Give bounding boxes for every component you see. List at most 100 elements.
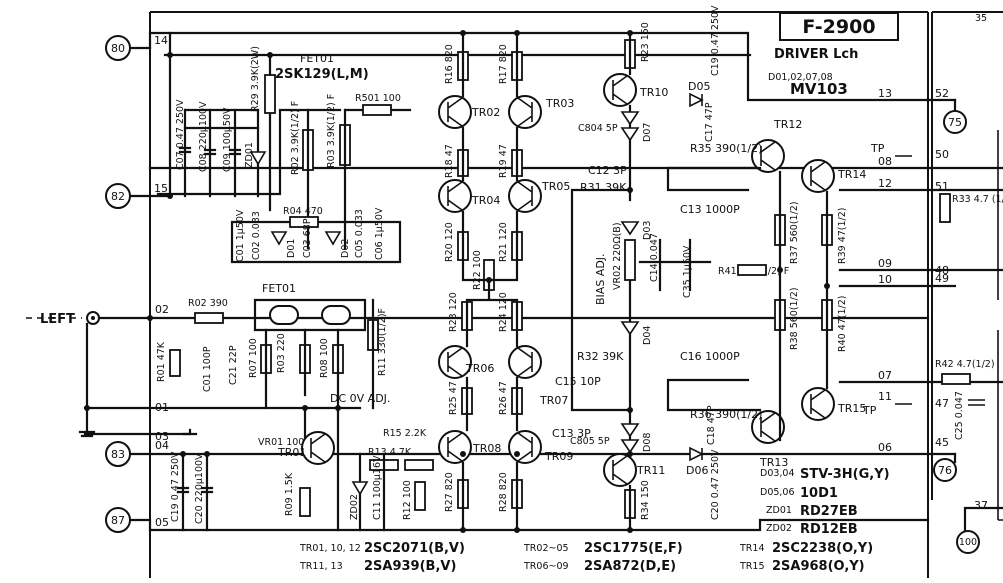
edge-04: 04 — [155, 439, 169, 452]
edge-15: 15 — [154, 182, 168, 195]
edge-07: 07 — [878, 369, 892, 382]
c07-label: C07 0.47 250V — [175, 99, 186, 170]
r39-label: R39 47(1/2) — [837, 208, 848, 265]
edge-49: 49 — [935, 272, 949, 285]
r17-label: R17 820 — [498, 44, 509, 84]
legend-ref-zd02: ZD02 — [766, 523, 792, 534]
bottom-left-section: VR01 100Ω(B) DC 0V ADJ. R13 4.7K R15 2.2… — [170, 392, 434, 532]
r35-label: R35 390(1/2) — [690, 142, 762, 155]
c19-left-label: C19 0.47 250V — [170, 451, 181, 522]
right-edge-numbers: 13 08 12 09 10 07 11 06 TP TP 52 50 51 4… — [862, 13, 1003, 554]
tr03-symbol — [508, 95, 542, 129]
edge-10: 10 — [878, 273, 892, 286]
mv103-label: MV103 — [790, 80, 848, 98]
legend-right: D03,04 STV-3H(G,Y) D05,06 10D1 ZD01 RD27… — [760, 467, 890, 537]
legend-ref-tr14: TR14 — [739, 543, 765, 554]
c22p-label: C21 22P — [228, 345, 239, 385]
zd02-label: ZD02 — [349, 494, 360, 520]
r42-label: R42 4.7(1/2) — [935, 359, 995, 370]
legend-part-tr15: 2SA968(O,Y) — [772, 559, 865, 574]
rails — [83, 31, 930, 532]
input-label: LEFT — [40, 312, 75, 327]
edge-06: 06 — [878, 441, 892, 454]
legend-part-tr02: 2SC1775(E,F) — [584, 541, 683, 556]
vr01-label: VR01 100Ω(B) — [258, 437, 326, 448]
r26-label: R26 47 — [498, 381, 509, 415]
c08-label: C08 220μ100V — [198, 101, 209, 172]
r04-label: R04 470 — [283, 206, 323, 217]
legend-ref-tr01: TR01, 10, 12 — [299, 543, 361, 554]
tr14-label: TR14 — [837, 168, 866, 181]
tr13-symbol — [751, 410, 785, 444]
diagram-subtitle: DRIVER Lch — [774, 47, 858, 62]
r20-label: R20 120 — [444, 222, 455, 262]
edge-03: 03 — [155, 430, 169, 443]
c25-label: C25 0.047 — [954, 391, 965, 440]
r03-label: R03 220 — [276, 333, 287, 373]
transistors: TR02 TR03 TR04 TR05 TR06 TR07 TR08 TR09 … — [277, 73, 866, 487]
r08-label: R08 100 — [319, 338, 330, 378]
pin-87-connector — [105, 507, 131, 533]
legend-bottom: TR01, 10, 12 2SC2071(B,V) TR11, 13 2SA93… — [299, 541, 873, 574]
vr02-label: VR02 220Ω(B) — [612, 222, 623, 290]
c13-1000-label: C13 1000P — [680, 203, 740, 216]
r31-label: R31 39K — [580, 181, 627, 194]
tr10-label: TR10 — [639, 86, 668, 99]
tr04-label: TR04 — [471, 194, 500, 207]
legend-part-zd01: RD27EB — [800, 504, 858, 519]
c05-label: C05 0.033 — [354, 209, 365, 258]
edge-14: 14 — [154, 34, 168, 47]
c01-label: C01 1μ50V — [235, 209, 246, 262]
r33-label: R33 4.7 (1/2) — [952, 194, 1003, 205]
pin-75-connector — [943, 110, 967, 134]
edge-08: 08 — [878, 155, 892, 168]
junction-dots — [84, 30, 830, 533]
tr07-label: TR07 — [539, 394, 568, 407]
r37-label: R37 560(1/2) — [789, 201, 800, 264]
c13-label: C13 3P — [552, 427, 591, 440]
r07-label: R07 100 — [248, 338, 259, 378]
tr09-symbol — [508, 430, 542, 464]
tr06-symbol — [438, 345, 472, 379]
tr13-label: TR13 — [759, 456, 788, 469]
edge-50: 50 — [935, 148, 949, 161]
c20-left-label: C20 220μ100V — [194, 453, 205, 524]
edge-52: 52 — [935, 87, 949, 100]
pin-83-connector — [105, 441, 131, 467]
edge-45: 45 — [935, 436, 949, 449]
tr02-label: TR02 — [471, 106, 500, 119]
fet-top-part: 2SK129(L,M) — [275, 67, 369, 82]
r12-label: R12 100 — [402, 480, 413, 520]
pin-100-connector — [956, 530, 980, 554]
c35-label: C35 1μ50V — [682, 245, 693, 298]
left-connectors: 80 82 83 87 LEFT 14 15 02 01 03 04 05 — [26, 34, 198, 533]
edge-01: 01 — [155, 401, 169, 414]
legend-ref-tr15: TR15 — [739, 561, 765, 572]
tr15-label: TR15 — [837, 402, 866, 415]
r34-label: R34 150 — [640, 480, 651, 520]
r38-label: R38 560(1/2) — [789, 287, 800, 350]
d06-label: D06 — [686, 464, 708, 477]
r24-label: R24 120 — [498, 292, 509, 332]
tr03-label: TR03 — [545, 97, 574, 110]
tr11-symbol — [603, 453, 637, 487]
tr04-symbol — [438, 179, 472, 213]
edge-09: 09 — [878, 257, 892, 270]
board-outline — [149, 11, 1003, 578]
tr09-label: TR09 — [544, 450, 573, 463]
d04-label: D04 — [642, 326, 653, 345]
diagram-title: F-2900 — [802, 16, 875, 38]
c100p-label: C01 100P — [202, 346, 213, 392]
pin-80-connector — [105, 35, 131, 61]
tr08-symbol — [438, 430, 472, 464]
edge-02: 02 — [155, 303, 169, 316]
bias-section: C12 3P R31 39K R32 39K C15 10P C13 3P C8… — [552, 5, 789, 520]
pin-100-label: 100 — [959, 537, 977, 548]
pin-80-label: 80 — [111, 42, 125, 55]
c09-label: C09 100μ50V — [222, 107, 233, 172]
c16-1000-label: C16 1000P — [680, 350, 740, 363]
c03-label: C03 68P — [302, 218, 313, 258]
tr14-symbol — [801, 159, 835, 193]
pin-87-label: 87 — [111, 514, 125, 527]
